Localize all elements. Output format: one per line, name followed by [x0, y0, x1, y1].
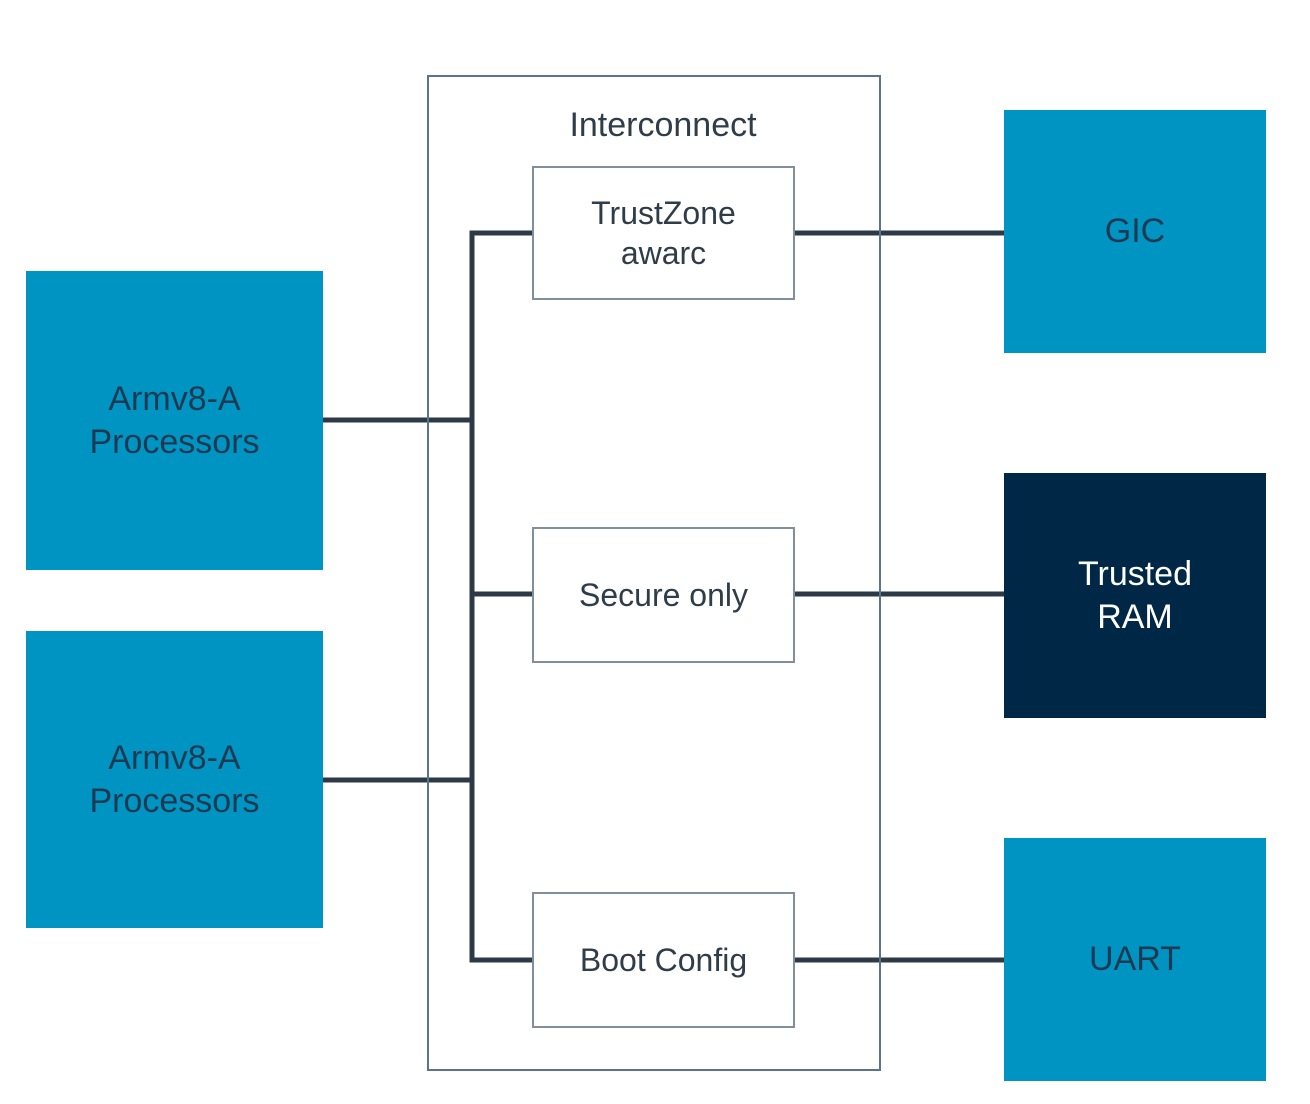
port-trustzone-line1: TrustZone — [591, 195, 736, 231]
port-trustzone-line2: awarc — [620, 235, 707, 271]
port-secure-only-label: Secure only — [579, 577, 748, 613]
port-boot-config-label: Boot Config — [579, 942, 748, 978]
processor-block-1: Armv8-A Processors — [26, 271, 323, 570]
processor-1-line2: Processors — [89, 422, 260, 461]
uart-label: UART — [1089, 940, 1181, 979]
port-secure-only: Secure only — [532, 527, 795, 663]
gic-block: GIC — [1004, 110, 1266, 353]
processor-2-line1: Armv8-A — [108, 739, 241, 777]
uart-block: UART — [1004, 838, 1266, 1081]
processor-2-line2: Processors — [89, 781, 260, 820]
port-trustzone-aware: TrustZone awarc — [532, 166, 795, 300]
trusted-ram-block: Trusted RAM — [1004, 473, 1266, 718]
interconnect-frame — [427, 75, 881, 1071]
trusted-ram-line1: Trusted — [1077, 555, 1192, 593]
processor-1-line1: Armv8-A — [108, 380, 241, 418]
port-boot-config: Boot Config — [532, 892, 795, 1028]
gic-label: GIC — [1104, 212, 1166, 251]
trusted-ram-line2: RAM — [1097, 597, 1173, 636]
interconnect-title: Interconnect — [569, 106, 757, 144]
processor-block-2: Armv8-A Processors — [26, 631, 323, 928]
